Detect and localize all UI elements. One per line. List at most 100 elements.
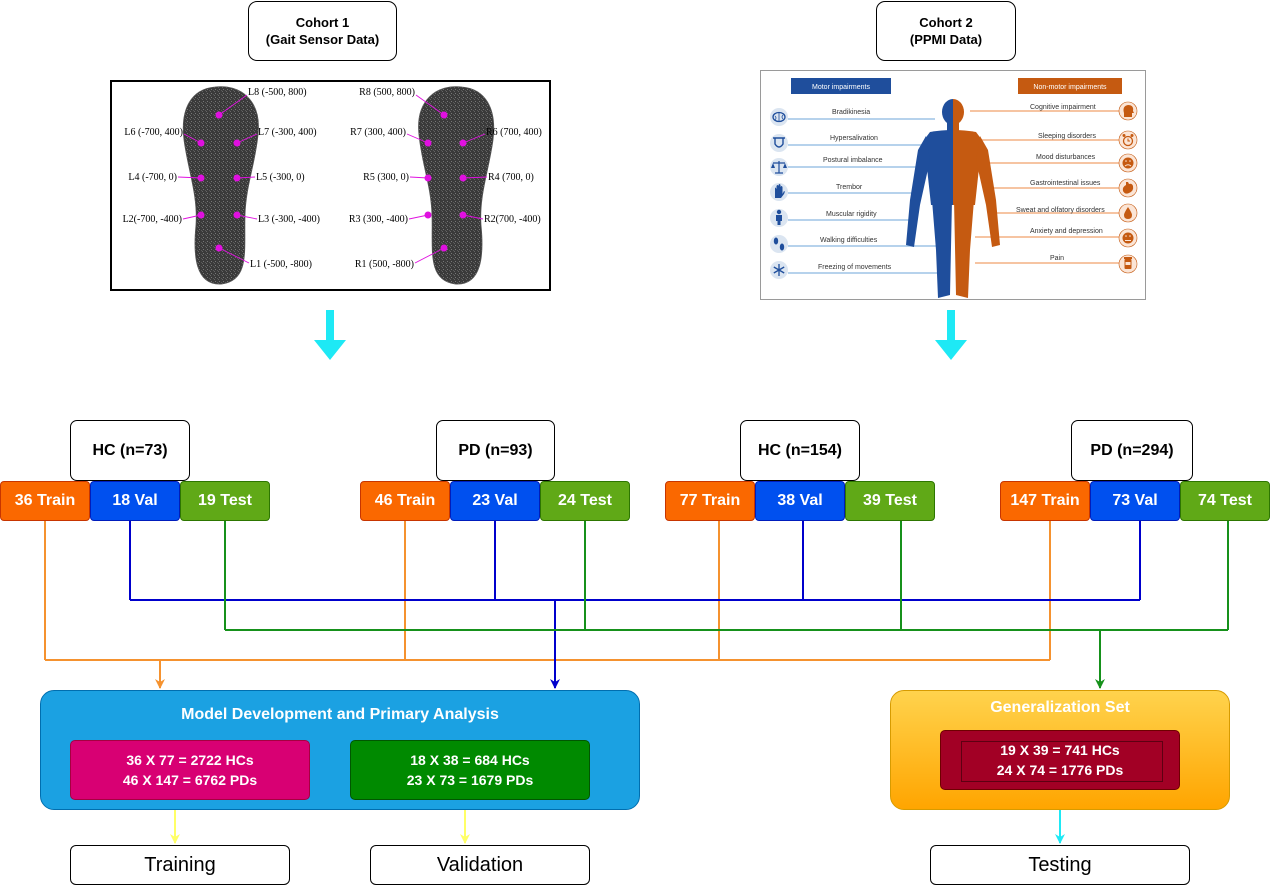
sensor-dot — [215, 244, 223, 252]
generalization-set-box: Generalization Set 19 X 39 = 741 HCs 24 … — [890, 690, 1230, 810]
stomach-icon — [1122, 182, 1134, 194]
nonmotor-item-label: Mood disturbances — [1036, 154, 1096, 161]
training-hc-count: 36 X 77 = 2722 HCs — [126, 752, 254, 768]
nonmotor-header — [1018, 78, 1122, 94]
sensor-dot — [197, 139, 205, 147]
sensor-dot — [459, 139, 467, 147]
val-split-pd-294: 73 Val — [1090, 481, 1180, 521]
sensor-dot — [424, 211, 432, 219]
group-hc-73: HC (n=73) — [70, 420, 190, 481]
train-split-hc-154: 77 Train — [665, 481, 755, 521]
nonmotor-item-label: Sleeping disorders — [1038, 133, 1096, 140]
val-split-pd-93: 23 Val — [450, 481, 540, 521]
generalization-set-title: Generalization Set — [990, 699, 1130, 716]
generalization-count-box: 19 X 39 = 741 HCs 24 X 74 = 1776 PDs — [940, 730, 1180, 790]
test-split-pd-93: 24 Test — [540, 481, 630, 521]
sensor-dot — [233, 174, 241, 182]
validation-set-box: 18 X 38 = 684 HCs 23 X 73 = 1679 PDs — [350, 740, 590, 800]
sensor-dot — [197, 174, 205, 182]
cohort1-subtitle: (Gait Sensor Data) — [265, 32, 380, 47]
sad-face-icon — [1122, 157, 1134, 169]
nonmotor-item-label: Anxiety and depression — [1030, 228, 1103, 235]
cohort2-down-arrow — [935, 310, 967, 360]
training-set-box: 36 X 77 = 2722 HCs 46 X 147 = 6762 PDs — [70, 740, 310, 800]
snowflake-icon — [773, 264, 785, 276]
motor-item-label: Trembor — [836, 184, 863, 191]
cohort1-down-arrow — [314, 310, 346, 360]
ppmi-symptoms-figure: Motor impairments Non-motor impairments — [760, 70, 1146, 300]
left-insole — [182, 86, 259, 285]
validation-hc-count: 18 X 38 = 684 HCs — [410, 752, 530, 768]
sensor-label-r8: R8 (500, 800) — [359, 87, 415, 98]
val-split-hc-73: 18 Val — [90, 481, 180, 521]
motor-item-label: Freezing of movements — [818, 264, 892, 271]
train-split-pd-93: 46 Train — [360, 481, 450, 521]
balance-scale-icon — [771, 161, 787, 174]
person-icon — [776, 209, 782, 225]
motor-item-label: Bradikinesia — [832, 109, 870, 116]
right-insole — [418, 86, 495, 285]
validation-output: Validation — [370, 845, 590, 885]
sensor-label-l8: L8 (-500, 800) — [248, 87, 307, 98]
test-split-pd-294: 74 Test — [1180, 481, 1270, 521]
sensor-label-l4: L4 (-700, 0) — [128, 172, 177, 183]
group-pd-294: PD (n=294) — [1071, 420, 1193, 481]
sensor-label-r5: R5 (300, 0) — [363, 172, 409, 183]
sensor-label-r6: R6 (700, 400) — [486, 127, 542, 138]
head-brain-icon — [1123, 105, 1134, 117]
cohort2-subtitle: (PPMI Data) — [909, 32, 983, 47]
sensor-label-l1: L1 (-500, -800) — [250, 259, 312, 270]
generalization-pd-count: 24 X 74 = 1776 PDs — [996, 762, 1124, 778]
sensor-label-r2: R2(700, -400) — [484, 214, 541, 225]
tongue-icon — [773, 137, 785, 148]
training-output: Training — [70, 845, 290, 885]
motor-header — [791, 78, 891, 94]
motor-header-label: Motor impairments — [812, 84, 870, 91]
sensor-dot — [424, 139, 432, 147]
motor-item-label: Walking difficulties — [820, 237, 878, 244]
motor-item-label: Postural imbalance — [823, 157, 883, 164]
test-split-hc-73: 19 Test — [180, 481, 270, 521]
pill-bottle-icon — [1124, 257, 1132, 269]
train-split-hc-73: 36 Train — [0, 481, 90, 521]
group-hc-154: HC (n=154) — [740, 420, 860, 481]
generalization-hc-count: 19 X 39 = 741 HCs — [1000, 742, 1120, 758]
alarm-clock-icon — [1122, 134, 1134, 147]
sensor-label-r1: R1 (500, -800) — [355, 259, 414, 270]
sensor-dot — [197, 211, 205, 219]
worried-face-icon — [1122, 232, 1134, 244]
sensor-dot — [215, 111, 223, 119]
footprints-icon — [773, 237, 785, 251]
model-development-title: Model Development and Primary Analysis — [181, 706, 499, 723]
sensor-dot — [233, 139, 241, 147]
nonmotor-item-label: Sweat and olfatory disorders — [1016, 207, 1105, 214]
test-connector — [224, 521, 1229, 689]
sensor-dot — [424, 174, 432, 182]
sensor-label-r4: R4 (700, 0) — [488, 172, 534, 183]
train-split-pd-294: 147 Train — [1000, 481, 1090, 521]
sensor-dot — [440, 244, 448, 252]
cohort2-label: Cohort 2 (PPMI Data) — [876, 1, 1016, 61]
nonmotor-item-label: Cognitive impairment — [1030, 104, 1096, 111]
sensor-label-l2: L2(-700, -400) — [123, 214, 182, 225]
val-connector — [129, 521, 1141, 689]
generalization-inner-frame — [961, 741, 1163, 782]
sensor-label-l3: L3 (-300, -400) — [258, 214, 320, 225]
testing-output: Testing — [930, 845, 1190, 885]
nonmotor-item-label: Gastrointestinal issues — [1030, 180, 1101, 187]
validation-pd-count: 23 X 73 = 1679 PDs — [406, 772, 534, 788]
sensor-dot — [459, 174, 467, 182]
motor-item-label: Hypersalivation — [830, 135, 878, 142]
val-split-hc-154: 38 Val — [755, 481, 845, 521]
test-split-hc-154: 39 Test — [845, 481, 935, 521]
cohort2-title: Cohort 2 — [919, 15, 973, 30]
brain-icon — [772, 111, 786, 123]
nonmotor-item-label: Pain — [1050, 255, 1064, 262]
sensor-label-l6: L6 (-700, 400) — [124, 127, 183, 138]
nonmotor-header-label: Non-motor impairments — [1033, 84, 1107, 91]
cohort1-title: Cohort 1 — [295, 15, 350, 30]
cohort1-label: Cohort 1 (Gait Sensor Data) — [248, 1, 397, 61]
model-development-box: Model Development and Primary Analysis 3… — [40, 690, 640, 810]
train-connector — [44, 521, 1051, 689]
